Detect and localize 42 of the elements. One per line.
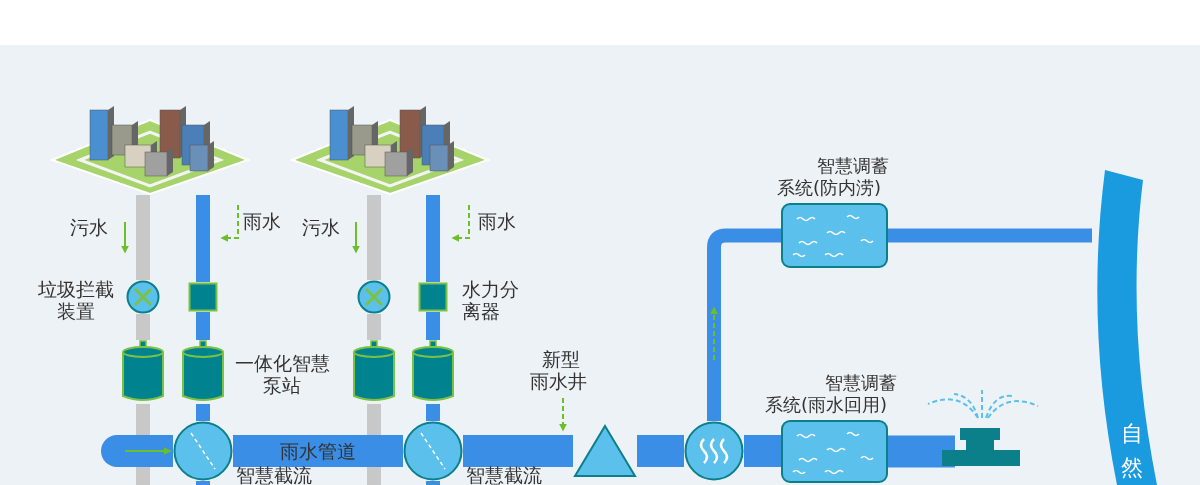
component-label: 一体化智慧泵站 xyxy=(233,352,331,396)
component-label: 智慧截流 xyxy=(466,464,543,485)
pump-station-symbol xyxy=(121,340,165,404)
pump-station-symbol xyxy=(411,340,455,404)
separator-symbol xyxy=(188,282,218,312)
pipe xyxy=(136,195,150,280)
pipe xyxy=(196,312,210,340)
pipe xyxy=(637,435,684,467)
pipe xyxy=(426,195,440,282)
flow-label: 污水 xyxy=(70,216,108,238)
pipe xyxy=(136,314,150,340)
flow-label: 污水 xyxy=(302,216,340,238)
component-label: 新型雨水井 xyxy=(530,348,588,392)
component-label: 水力分离器 xyxy=(462,278,520,322)
interceptor-symbol xyxy=(357,280,391,314)
separator-symbol xyxy=(418,282,448,312)
interceptor-symbol xyxy=(126,280,160,314)
pipe xyxy=(426,312,440,340)
pipe xyxy=(888,435,955,468)
component-label: 垃圾拦截装置 xyxy=(37,278,115,322)
rain-well-symbol xyxy=(573,424,637,478)
flow-label: 雨水 xyxy=(243,210,281,232)
pipe xyxy=(744,435,781,467)
filter-symbol xyxy=(684,421,744,481)
component-label: 智慧截流 xyxy=(236,464,313,485)
pump-station-symbol xyxy=(181,340,225,404)
pipe xyxy=(196,195,210,282)
pipe xyxy=(196,404,210,421)
pipe xyxy=(426,404,440,421)
pipe xyxy=(367,314,381,340)
tank-label: 智慧调蓄系统(防内涝) xyxy=(777,155,890,199)
pipe xyxy=(233,435,403,467)
valve-symbol xyxy=(403,421,463,481)
pipe xyxy=(367,195,381,280)
flow-label: 雨水 xyxy=(478,210,516,232)
pipe xyxy=(707,228,781,421)
valve-symbol xyxy=(173,421,233,481)
pipe xyxy=(463,435,573,467)
tank-label: 智慧调蓄系统(雨水回用) xyxy=(765,372,898,416)
pump-station-symbol xyxy=(352,340,396,404)
pipe xyxy=(888,228,1092,243)
river-label: 自然 xyxy=(1121,420,1144,482)
